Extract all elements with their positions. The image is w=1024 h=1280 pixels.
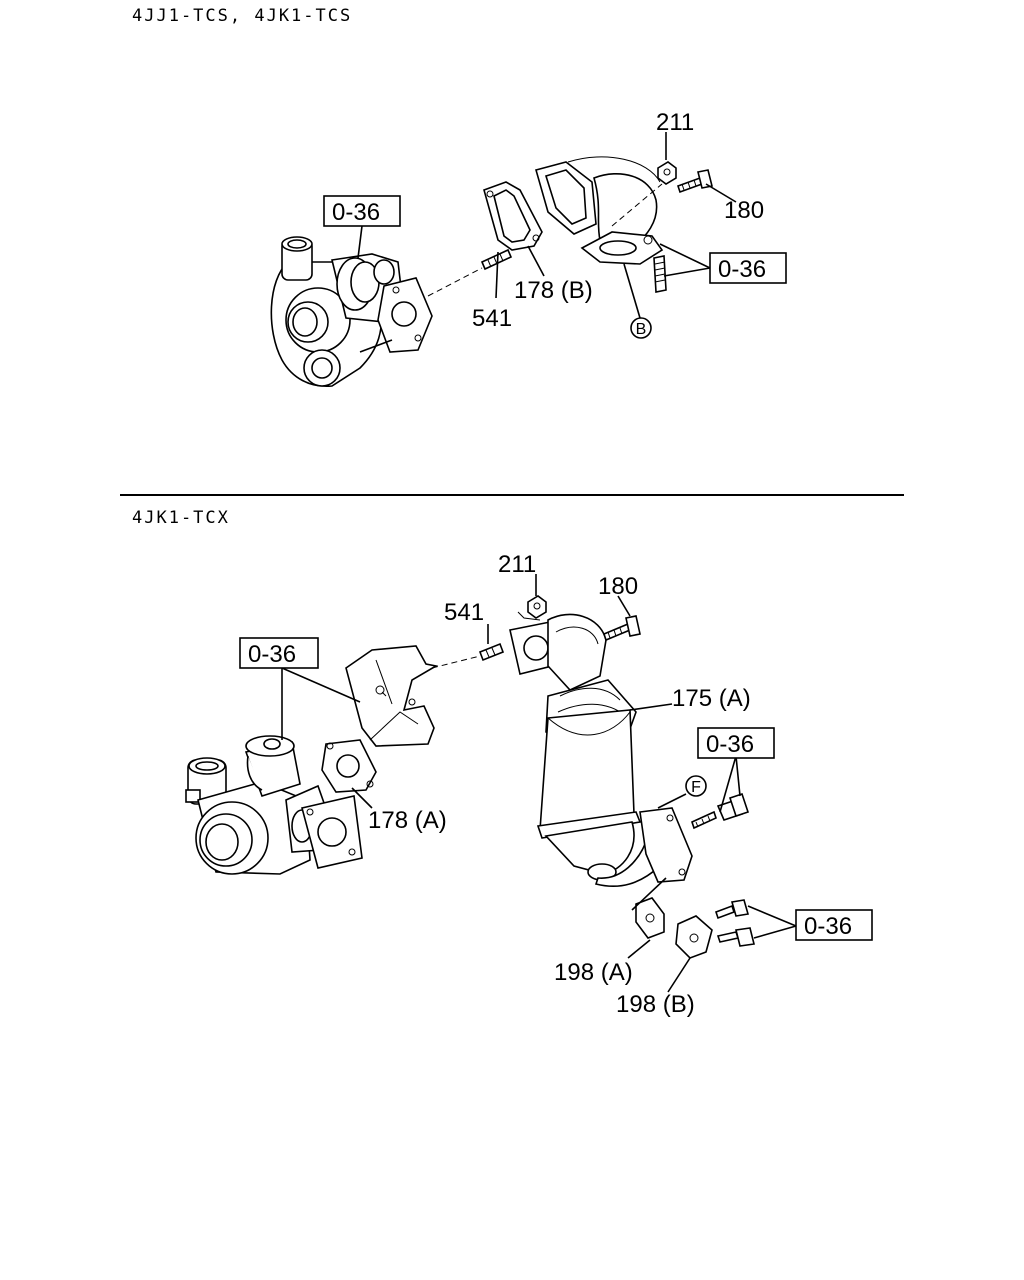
- catalytic-converter: [509, 613, 693, 888]
- gasket-178b: [483, 181, 543, 251]
- section-title: 4JJ1-TCS, 4JK1-TCS: [132, 6, 352, 26]
- ref-box-bracket-bolts: 0-36: [795, 909, 873, 941]
- callout-bolt: 180: [598, 573, 638, 600]
- bracket-198b: [675, 915, 713, 959]
- callout-stud: 541: [472, 305, 512, 332]
- ref-bracket-bolts: 0-36: [804, 913, 852, 940]
- nut-211: [657, 161, 677, 185]
- ref-turbo: 0-36: [332, 199, 380, 226]
- ref-box-turbo: 0-36: [323, 195, 401, 227]
- converter-bolts: [691, 792, 750, 830]
- stud-541: [431, 642, 505, 669]
- bracket-bolts: [714, 899, 755, 947]
- callout-bracket-a: 198 (A): [554, 959, 633, 986]
- section-4jk1-tcx: 4JK1-TCX: [132, 508, 873, 1018]
- callout-stud: 541: [444, 599, 484, 626]
- ref-flange-bolts: 0-36: [718, 256, 766, 283]
- callout-converter: 175 (A): [672, 685, 751, 712]
- callout-nut: 211: [498, 551, 536, 578]
- marker-b-label: B: [636, 321, 647, 338]
- bolt-180: [676, 169, 713, 194]
- ref-box-flange-bolts: 0-36: [709, 252, 787, 284]
- turbocharger: [270, 236, 433, 387]
- callout-bracket-b: 198 (B): [616, 991, 695, 1018]
- section-title: 4JK1-TCX: [132, 508, 230, 528]
- ref-heat-shield: 0-36: [248, 641, 296, 668]
- ref-converter-bolts: 0-36: [706, 731, 754, 758]
- marker-f: F: [685, 775, 707, 797]
- section-4jj1-tcs: 4JJ1-TCS, 4JK1-TCS: [132, 6, 787, 387]
- marker-b: B: [630, 317, 652, 339]
- ref-box-converter-bolts: 0-36: [697, 727, 775, 759]
- callout-nut: 211: [656, 109, 694, 136]
- gasket-178a: [321, 739, 377, 793]
- stud-541: [427, 248, 513, 297]
- heat-shield: [345, 645, 439, 747]
- bracket-198a: [635, 897, 665, 939]
- exhaust-elbow: [535, 156, 667, 293]
- callout-gasket: 178 (B): [514, 277, 593, 304]
- callout-bolt: 180: [724, 197, 764, 224]
- callout-gasket: 178 (A): [368, 807, 447, 834]
- turbocharger: [185, 735, 363, 875]
- ref-box-heat-shield: 0-36: [239, 637, 319, 669]
- marker-f-label: F: [691, 779, 701, 796]
- nut-211: [517, 595, 547, 621]
- bolt-180: [603, 615, 641, 642]
